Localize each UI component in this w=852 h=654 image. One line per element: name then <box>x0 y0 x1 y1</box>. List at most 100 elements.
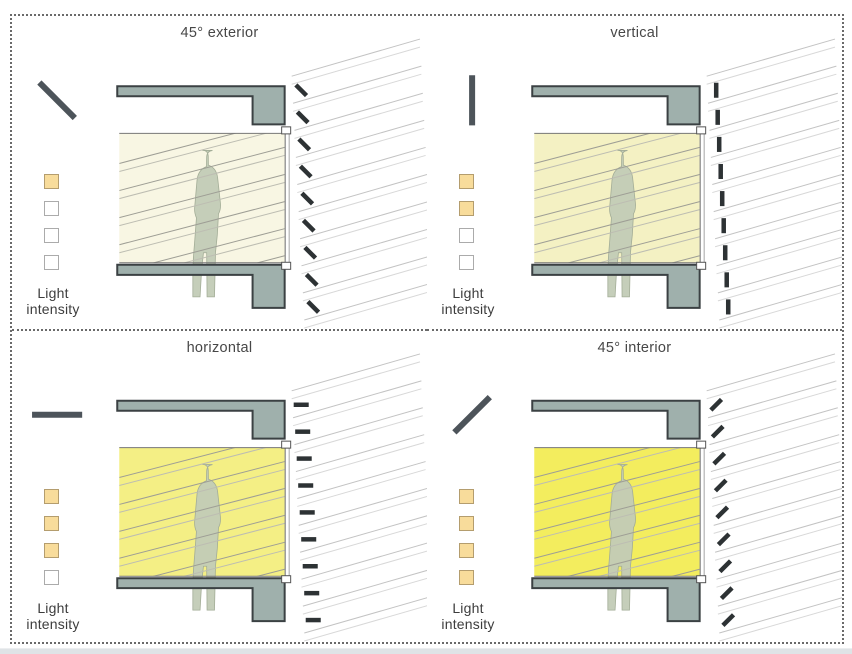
light-ray <box>534 154 700 200</box>
light-ray <box>710 434 840 473</box>
louver-slat <box>306 300 321 314</box>
light-ray <box>291 353 421 392</box>
light-ray <box>716 236 842 275</box>
light-ray <box>534 310 699 329</box>
light-ray <box>716 228 842 267</box>
light-ray <box>301 228 427 267</box>
interior-light-rays <box>534 133 700 329</box>
light-ray <box>534 469 700 513</box>
light-ray <box>304 291 427 329</box>
louver-slats <box>713 82 731 315</box>
light-ray <box>712 154 841 194</box>
slat-angle-symbol <box>37 80 77 121</box>
page-edge-strip <box>0 648 852 654</box>
light-ray <box>119 623 284 642</box>
light-ray <box>119 461 285 505</box>
ceiling-slab <box>531 399 701 440</box>
louver-slat <box>713 478 728 493</box>
light-ray <box>534 318 699 329</box>
light-ray <box>717 577 842 615</box>
section-drawing <box>32 353 427 642</box>
intensity-square <box>459 543 474 558</box>
louver-slat <box>709 397 724 412</box>
louver-slat <box>718 559 733 574</box>
interior-light-rays <box>119 447 285 642</box>
louver-slat <box>712 451 727 466</box>
light-ray <box>292 380 422 419</box>
panel-title: 45° interior <box>597 340 672 356</box>
intensity-square <box>44 516 59 531</box>
window-frame <box>696 261 707 270</box>
light-ray <box>534 209 700 254</box>
louver-slats <box>709 397 736 627</box>
light-intensity-scale <box>459 174 475 282</box>
light-intensity-scale <box>44 174 60 282</box>
light-ray <box>534 133 683 172</box>
light-ray <box>707 73 837 112</box>
light-ray <box>534 174 700 219</box>
light-ray <box>712 146 841 186</box>
light-ray <box>714 209 842 248</box>
light-ray <box>534 623 699 642</box>
louver-slat <box>304 272 319 287</box>
louver-slat <box>297 137 312 152</box>
light-ray <box>298 495 427 534</box>
intensity-square <box>44 174 59 189</box>
exterior-light-rays <box>706 353 842 642</box>
light-ray <box>119 469 285 513</box>
light-ray <box>292 73 422 112</box>
light-ray <box>297 146 426 186</box>
light-ray <box>534 461 700 505</box>
light-ray <box>717 569 842 607</box>
light-ray <box>119 154 285 200</box>
panel-title: 45° exterior <box>180 25 259 41</box>
light-ray <box>716 550 842 588</box>
light-ray <box>709 100 838 139</box>
light-ray <box>119 447 237 479</box>
section-drawing <box>469 38 842 329</box>
light-ray <box>719 291 842 329</box>
intensity-square <box>459 255 474 270</box>
light-ray <box>597 549 700 577</box>
exterior-light-rays <box>706 38 842 329</box>
light-ray <box>291 46 421 85</box>
louver-slat <box>298 164 313 179</box>
ceiling-slab <box>531 85 701 126</box>
intensity-square <box>44 201 59 216</box>
louver-slat <box>715 505 730 520</box>
light-ray <box>294 415 423 454</box>
louver-angle-comparison-diagram: 45° exterior Light intensity vertical Li… <box>10 14 844 644</box>
light-ray <box>299 523 427 561</box>
light-ray <box>302 577 427 615</box>
panel-horizontal: horizontal Light intensity <box>12 329 427 642</box>
panel-title: horizontal <box>186 340 253 356</box>
light-intensity-label: Light intensity <box>441 600 495 632</box>
light-ray <box>301 236 427 275</box>
light-ray <box>713 488 842 526</box>
light-ray <box>119 209 285 254</box>
intensity-square <box>459 228 474 243</box>
light-intensity-scale <box>459 489 475 597</box>
light-ray <box>707 65 837 104</box>
light-ray <box>151 541 285 577</box>
light-ray <box>182 236 285 263</box>
light-ray <box>712 469 841 507</box>
light-ray <box>534 631 699 642</box>
light-ray <box>304 597 427 634</box>
ceiling-slab <box>116 399 286 440</box>
interior-light-rays <box>119 133 285 263</box>
light-ray <box>534 182 700 227</box>
light-ray <box>295 442 425 481</box>
light-ray <box>301 550 427 588</box>
light-ray <box>292 65 422 104</box>
louver-slat <box>301 218 316 233</box>
light-ray <box>534 488 700 532</box>
light-ray <box>119 146 285 192</box>
section-drawing <box>37 38 427 329</box>
light-ray <box>709 407 838 446</box>
light-ray <box>713 174 842 213</box>
light-ray <box>716 542 842 580</box>
panel-vertical: vertical Light intensity <box>427 16 842 329</box>
light-ray <box>119 133 237 164</box>
light-ray <box>119 514 285 559</box>
